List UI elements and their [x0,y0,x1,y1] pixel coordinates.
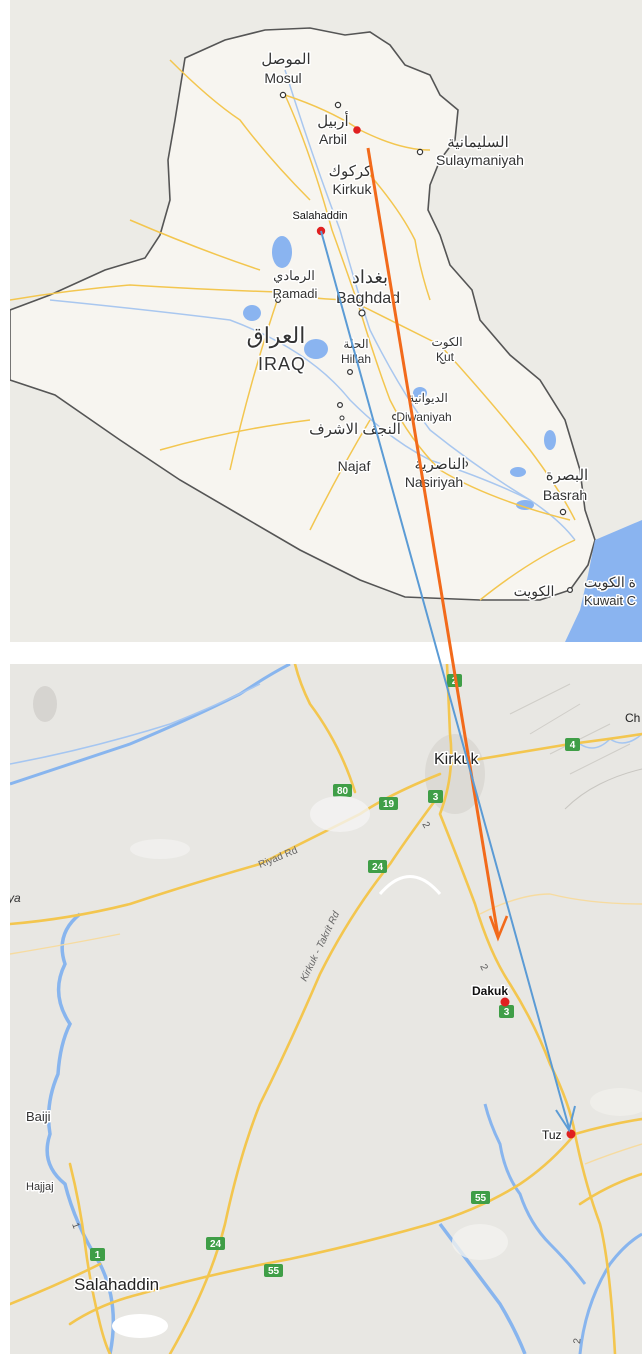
svg-text:55: 55 [268,1266,280,1277]
svg-text:1: 1 [69,1221,81,1230]
kuwait-dot [566,586,573,593]
river-branch [10,683,261,765]
kirkuk-detail-canvas: 2 4 80 19 3 24 3 55 24 1 55 2 2 1 2 Riya… [10,664,642,1354]
najaf-label-en: Najaf [338,458,371,474]
arbil-dot [334,101,342,109]
blur-spot-2 [130,839,190,859]
svg-text:80: 80 [337,786,349,797]
tuz-river-2 [564,768,642,810]
svg-text:24: 24 [210,1239,222,1250]
svg-text:4: 4 [570,740,576,751]
salahaddin-marker[interactable] [316,226,326,236]
edge-label-right: Ch [625,711,640,725]
hillah-label-en: Hillah [341,352,371,366]
dakuk-label: Dakuk [472,984,508,998]
salahaddin-label: Salahaddin [292,210,347,222]
hillah-label-ar: الحلة [343,337,368,351]
svg-text:2: 2 [572,1337,583,1344]
basrah-label-en: Basrah [543,487,587,503]
nasiriyah-label-en: Nasiriyah [405,474,463,490]
kuwait-label-en: Kuwait C [584,593,636,608]
tuz-label: Tuz [542,1128,562,1142]
iraq-overview-canvas: الموصل Mosul أربيل Arbil السليمانية Sula… [10,0,642,642]
kirkuk-label-ar: كركوك [329,163,373,180]
mosul-dot [279,91,287,99]
kirkuk-detail-map[interactable]: 2 4 80 19 3 24 3 55 24 1 55 2 2 1 2 Riya… [10,664,642,1354]
neighbor-label-ar: ة الكويت [584,574,636,591]
salahaddin-label-detail: Salahaddin [74,1275,159,1294]
svg-text:3: 3 [504,1007,510,1018]
shield-1 [90,1248,105,1261]
iraq-overview-map[interactable]: الموصل Mosul أربيل Arbil السليمانية Sula… [10,0,642,642]
edge-label-left: ya [10,891,21,905]
mosul-label-en: Mosul [264,70,301,86]
tuz-east-road [573,1117,642,1136]
baghdad-dot [358,309,366,317]
tharthar-lake [272,236,292,268]
tuz-marker[interactable] [566,1129,576,1139]
sulaymaniyah-label-ar: السليمانية [447,134,509,151]
kirkuk-label-en: Kirkuk [333,181,373,197]
hillah-dot [347,369,354,376]
kut-label-en: Kut [436,350,455,364]
blur-spot-1 [310,796,370,832]
svg-text:55: 55 [475,1193,487,1204]
gulf-water [565,520,642,642]
najaf-label-ar: النجف الاشرف [309,421,401,438]
ramadi-label-en: Ramadi [273,286,318,301]
shield-55-west [264,1264,283,1277]
najaf-dot [337,402,344,409]
marsh-south [510,467,526,477]
hajjaj-label: Hajjaj [26,1181,54,1193]
kirkuk-marker[interactable] [353,126,361,134]
basrah-dot [559,508,567,516]
zab-river [10,664,291,786]
route-55-road [68,1132,577,1326]
ramadi-label-ar: الرمادي [273,268,315,284]
nasiriyah-label-ar: الناصرية [414,456,465,473]
baiji-urban-area [33,686,57,722]
kirkuk-label: Kirkuk [434,751,479,768]
marsh-east [544,430,556,450]
svg-text:1: 1 [95,1250,101,1261]
lesser-river-tuz [483,1103,587,1285]
basrah-label-ar: البصرة [546,467,588,484]
kut-label-ar: الكوت [431,335,462,349]
baiji-label: Baiji [26,1109,51,1124]
habbaniyah-lake [243,305,261,321]
arbil-label-en: Arbil [319,131,347,147]
arbil-label-ar: أربيل [317,111,348,130]
svg-text:19: 19 [383,799,395,810]
razzaza-lake [304,339,328,359]
ramadi-dot [275,297,282,304]
blur-spot-5 [112,1314,168,1338]
dakuk-marker[interactable] [500,997,510,1007]
blur-spot-4 [452,1224,508,1260]
blur-spot-3 [590,1088,642,1116]
baghdad-label-ar: بغداد [352,267,388,287]
svg-text:24: 24 [372,862,384,873]
shield-55-east [471,1191,490,1204]
svg-text:3: 3 [433,792,439,803]
diwaniyah-label-ar: الديوانية [408,391,448,405]
iraq-label-ar: العراق [247,323,306,349]
tuz-south-road [578,1172,642,1206]
baghdad-label-en: Baghdad [336,290,400,307]
kuwait-label-ar: الكويت [514,583,555,600]
najaf-small-dot [339,415,345,421]
diwaniyah-label-en: Diwaniyah [396,410,451,424]
sulaymaniyah-label-en: Sulaymaniyah [436,152,524,168]
mosul-label-ar: الموصل [261,51,310,68]
iraq-label-en: IRAQ [258,354,306,374]
route-1-road [68,1162,112,1354]
svg-text:2: 2 [452,676,458,687]
shield-24-south [206,1237,225,1250]
salahaddin-road [10,1262,102,1306]
sulaymaniyah-dot [416,148,424,156]
